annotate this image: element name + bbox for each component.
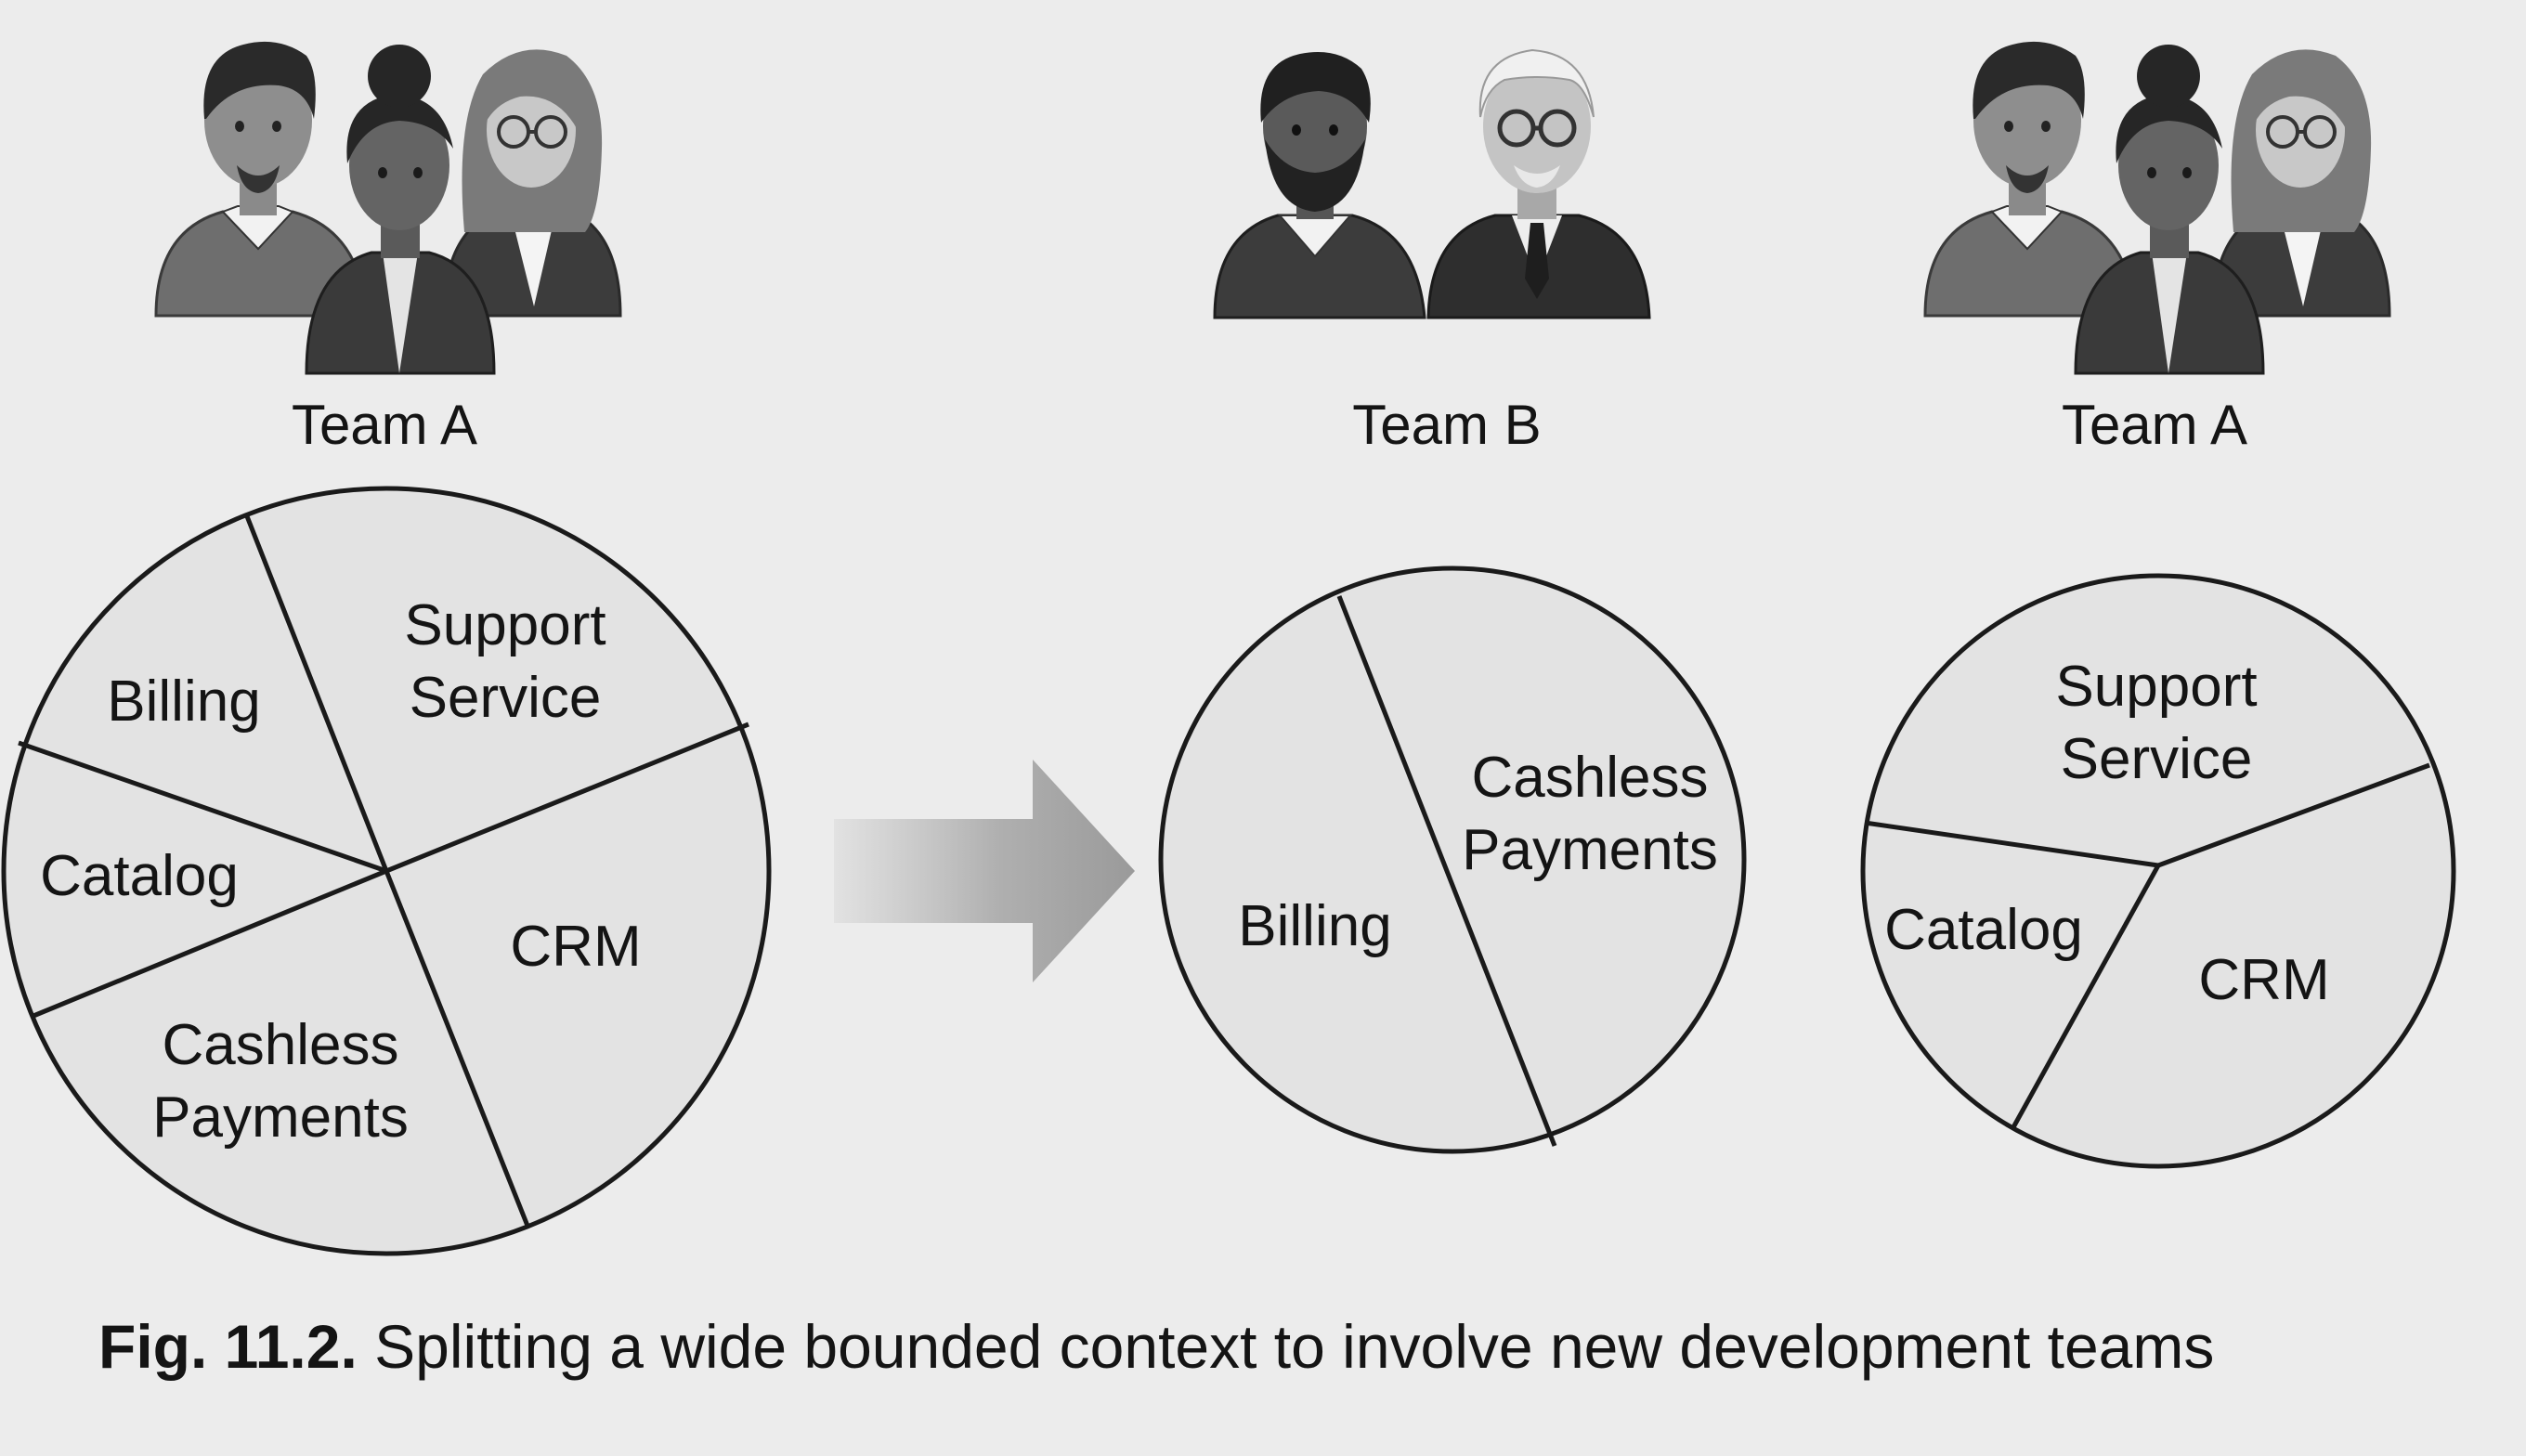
- team-b-billing-label: Billing: [1238, 894, 1391, 958]
- wide-divider-support-crm: [385, 722, 749, 874]
- team-b-cashless-label-line1: Cashless: [1472, 746, 1709, 810]
- team-a-context-circle: Support Service Catalog CRM: [1860, 573, 2456, 1169]
- team-b-divider: [1336, 595, 1557, 1147]
- team-a-left-people-icon: [154, 41, 622, 375]
- wide-context-circle: Billing Support Service Catalog CRM Cash…: [1, 486, 772, 1256]
- person-woman-bun-icon: [2074, 45, 2265, 375]
- wide-billing-label: Billing: [107, 670, 260, 734]
- team-a-crm-label: CRM: [2198, 948, 2329, 1012]
- person-man-goatee-icon: [154, 41, 369, 318]
- figure-caption-text: Splitting a wide bounded context to invo…: [357, 1312, 2215, 1381]
- wide-cashless-label-line2: Payments: [152, 1086, 409, 1150]
- person-woman-bun-icon: [305, 45, 496, 375]
- team-a-left-label: Team A: [292, 394, 477, 456]
- person-man-goatee-icon: [1923, 41, 2138, 318]
- wide-divider-cashless-catalog: [33, 868, 387, 1019]
- team-b-context-circle: Billing Cashless Payments: [1158, 566, 1747, 1154]
- wide-divider-billing-support: [244, 515, 389, 872]
- wide-catalog-label: Catalog: [40, 844, 239, 908]
- wide-divider-catalog-billing: [18, 740, 387, 874]
- team-b-people-icon: [1213, 48, 1651, 319]
- person-bearded-man-icon: [1213, 52, 1426, 319]
- team-a-divider-support-catalog: [1864, 820, 2159, 868]
- team-b-label: Team B: [1352, 394, 1541, 456]
- team-a-catalog-label: Catalog: [1884, 898, 2083, 962]
- team-a-right-people-icon: [1923, 41, 2391, 375]
- team-a-support-label-line2: Service: [2061, 727, 2253, 791]
- person-woman-glasses-icon: [2211, 49, 2391, 318]
- wide-support-label-line1: Support: [404, 593, 605, 657]
- wide-divider-crm-cashless: [384, 870, 530, 1227]
- team-a-support-label-line1: Support: [2055, 655, 2257, 719]
- team-b-cashless-label-line2: Payments: [1462, 818, 1718, 882]
- wide-cashless-label-line1: Cashless: [163, 1013, 399, 1077]
- wide-support-label-line2: Service: [410, 666, 602, 730]
- person-older-man-suit-icon: [1426, 48, 1651, 319]
- wide-crm-label: CRM: [510, 915, 641, 979]
- person-woman-glasses-icon: [442, 49, 622, 318]
- team-a-divider-catalog-crm: [2011, 864, 2161, 1129]
- team-a-divider-support-crm: [2157, 762, 2430, 868]
- figure-caption: Fig. 11.2. Splitting a wide bounded cont…: [98, 1311, 2214, 1382]
- figure-number: Fig. 11.2.: [98, 1312, 358, 1381]
- team-a-right-label: Team A: [2062, 394, 2247, 456]
- right-arrow-icon: [834, 760, 1135, 982]
